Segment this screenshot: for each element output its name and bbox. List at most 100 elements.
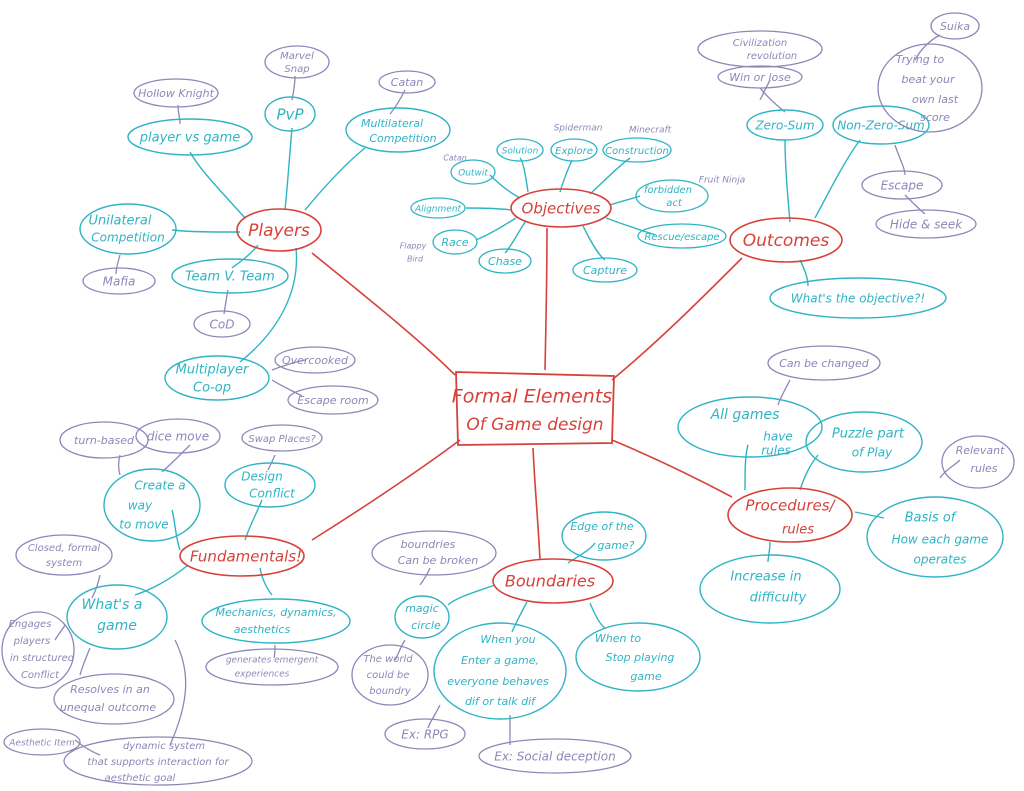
edge-of-game-line1: Edge of the — [570, 520, 634, 533]
all-games-rules-line3: rules — [761, 444, 791, 458]
procedures-title-line1: Procedures/ — [745, 497, 836, 515]
forbidden-act-line2: act — [666, 198, 683, 209]
multilateral-node — [345, 107, 451, 153]
explore-label: Explore — [555, 146, 593, 157]
beat-score-line4: score — [920, 111, 950, 124]
fundamentals-branch: Fundamentals! turn-based dice move Creat… — [1, 418, 351, 786]
fundamentals-title: Fundamentals! — [190, 548, 302, 566]
multiplayer-coop-line2: Co-op — [193, 381, 231, 396]
emergent-experiences-line2: experiences — [235, 670, 290, 680]
turn-based-label: turn-based — [74, 434, 135, 447]
engages-players-line2: players — [13, 636, 51, 647]
dynamic-system-node — [63, 736, 253, 786]
unequal-outcome-node — [53, 673, 175, 725]
beat-score-node — [877, 43, 983, 133]
edge-of-game-node — [561, 511, 647, 561]
forbidden-act-line1: forbidden — [644, 185, 692, 196]
aesthetic-item-node — [3, 728, 81, 756]
all-games-rules-node — [677, 396, 823, 458]
stop-playing-node — [575, 622, 701, 692]
world-boundary-node — [351, 644, 429, 706]
outwit-label: Outwit — [458, 169, 488, 179]
puzzle-part-line2: of Play — [852, 446, 893, 460]
whats-a-game-line2: game — [97, 618, 137, 634]
solution-label: Solution — [502, 147, 539, 157]
emergent-experiences-line1: generates emergent — [226, 656, 319, 666]
turn-based-node — [59, 421, 149, 459]
design-conflict-line1: Design — [241, 470, 282, 484]
center-title-line2: Of Game design — [466, 415, 603, 435]
enter-game-line2: Enter a game, — [461, 654, 539, 667]
world-boundary-line1: The world — [363, 654, 413, 665]
edge-of-game-line2: game? — [597, 539, 634, 552]
beat-score-line3: own last — [912, 93, 959, 106]
cod-node — [193, 310, 251, 338]
pvp-label: PvP — [277, 106, 305, 124]
solution-node — [496, 138, 544, 162]
swap-places-node — [241, 424, 323, 452]
magic-circle-line2: circle — [411, 619, 441, 632]
marvel-snap-line1: Marvel — [280, 51, 314, 62]
fundamentals-node — [179, 535, 305, 577]
capture-label: Capture — [583, 264, 627, 277]
suika-node — [930, 12, 980, 40]
procedures-branch: Procedures/ rules Can be changed All gam… — [677, 345, 1015, 624]
civilization-line1: Civilization — [733, 38, 788, 49]
catan-label: Catan — [391, 76, 423, 89]
enter-game-line3: everyone behaves — [447, 675, 549, 688]
world-boundary-line3: boundry — [369, 686, 412, 697]
closed-system-node — [15, 534, 113, 576]
hollow-knight-label: Hollow Knight — [138, 87, 215, 100]
mda-line2: aesthetics — [234, 623, 291, 636]
minecraft-note: Minecraft — [629, 126, 672, 136]
center-node: Formal Elements Of Game design — [452, 371, 615, 446]
relevant-rules-node — [941, 435, 1015, 489]
multiplayer-coop-line1: Multiplayer — [176, 363, 250, 378]
escape-node — [861, 170, 943, 200]
multiplayer-coop-node — [164, 355, 270, 401]
boundaries-title: Boundaries — [505, 572, 595, 591]
relevant-rules-line2: rules — [970, 462, 997, 475]
chase-node — [478, 248, 532, 274]
unilateral-line1: Unilateral — [89, 214, 152, 229]
civilization-line2: revolution — [747, 51, 798, 62]
overcooked-label: Overcooked — [282, 354, 349, 367]
basis-of-game-node — [866, 496, 1004, 578]
player-vs-game-node — [127, 118, 253, 156]
forbidden-act-node — [635, 179, 709, 213]
team-v-team-node — [171, 258, 289, 294]
basis-of-game-line1: Basis of — [905, 511, 958, 526]
procedures-title-line2: rules — [782, 523, 814, 538]
unequal-outcome-line1: Resolves in an — [70, 683, 150, 696]
create-way-line1: Create a — [134, 479, 185, 493]
suika-label: Suika — [940, 20, 970, 33]
civilization-node — [697, 30, 823, 68]
catan-note: Catan — [443, 154, 467, 163]
mafia-node — [82, 267, 156, 295]
create-way-node — [103, 468, 201, 542]
outcomes-node — [729, 217, 843, 263]
magic-circle-node — [394, 595, 450, 639]
swap-places-label: Swap Places? — [248, 434, 316, 445]
create-way-line2: way — [128, 499, 153, 513]
emergent-experiences-node — [205, 648, 339, 686]
boundaries-branch: Boundaries Edge of the game? boundries C… — [351, 511, 701, 774]
unilateral-line2: Competition — [91, 231, 164, 245]
ex-social-node — [478, 738, 632, 774]
design-conflict-node — [224, 462, 316, 508]
enter-game-node — [433, 622, 567, 720]
procedures-node — [727, 487, 853, 543]
dice-move-label: dice move — [147, 430, 209, 444]
beat-score-line1: Trying to — [896, 53, 945, 66]
dynamic-system-line1: dynamic system — [123, 741, 205, 752]
center-title-line1: Formal Elements — [452, 386, 612, 408]
core-connectors — [311, 227, 743, 561]
players-node — [236, 208, 322, 252]
outcomes-branch: Outcomes Civilization revolution Win or … — [697, 12, 983, 319]
ex-rpg-label: Ex: RPG — [401, 728, 448, 742]
boundaries-broken-line2: Can be broken — [398, 554, 479, 567]
design-conflict-line2: Conflict — [249, 487, 296, 501]
rescue-escape-label: Rescue/escape — [644, 232, 719, 243]
flappy-bird-line1: Flappy — [400, 242, 427, 251]
